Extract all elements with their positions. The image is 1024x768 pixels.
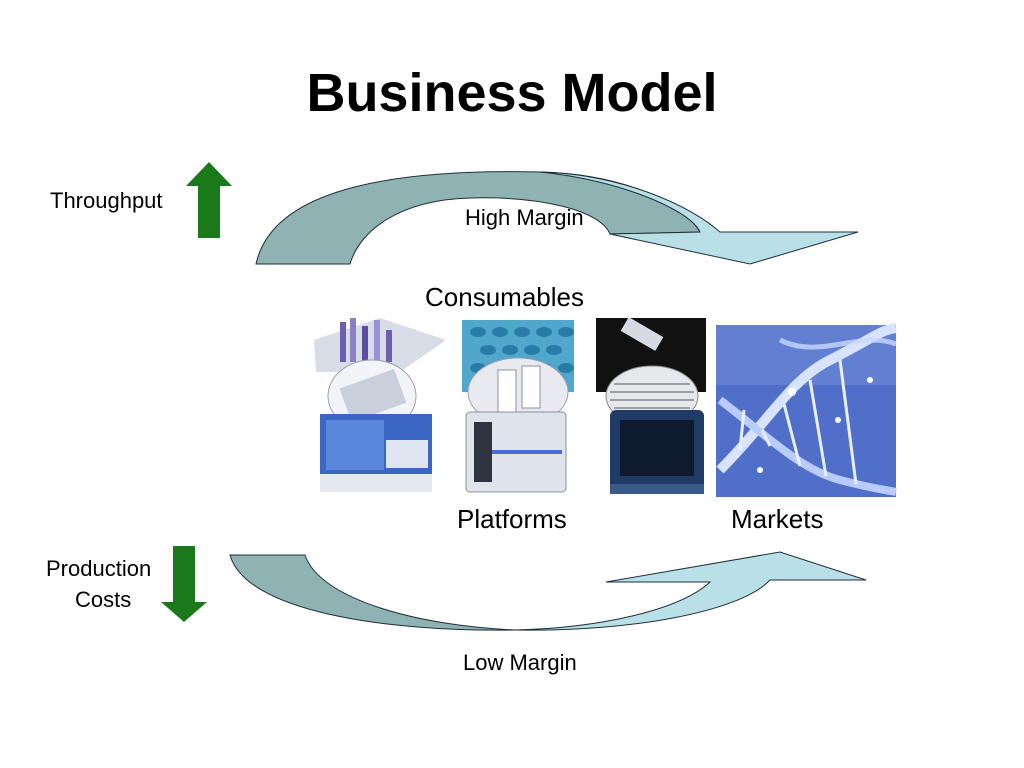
bottom-curved-arrow-icon — [229, 551, 867, 631]
dna-helix-image — [716, 323, 897, 497]
throughput-label: Throughput — [50, 188, 163, 213]
production-costs-label-line2: Costs — [75, 587, 132, 612]
platforms-label: Platforms — [457, 504, 567, 534]
consumables-label: Consumables — [425, 282, 584, 312]
sequencer-image — [596, 317, 708, 496]
down-arrow-icon — [161, 546, 207, 622]
low-margin-label: Low Margin — [463, 650, 577, 675]
beadchip-platform-image — [462, 318, 574, 496]
high-margin-label: High Margin — [465, 205, 584, 230]
page-title: Business Model — [306, 63, 718, 123]
up-arrow-icon — [186, 162, 232, 238]
production-costs-label-line1: Production — [46, 556, 152, 581]
top-curved-arrow-icon — [255, 171, 859, 265]
markets-label: Markets — [731, 504, 824, 534]
microarray-platform-image — [312, 318, 446, 496]
